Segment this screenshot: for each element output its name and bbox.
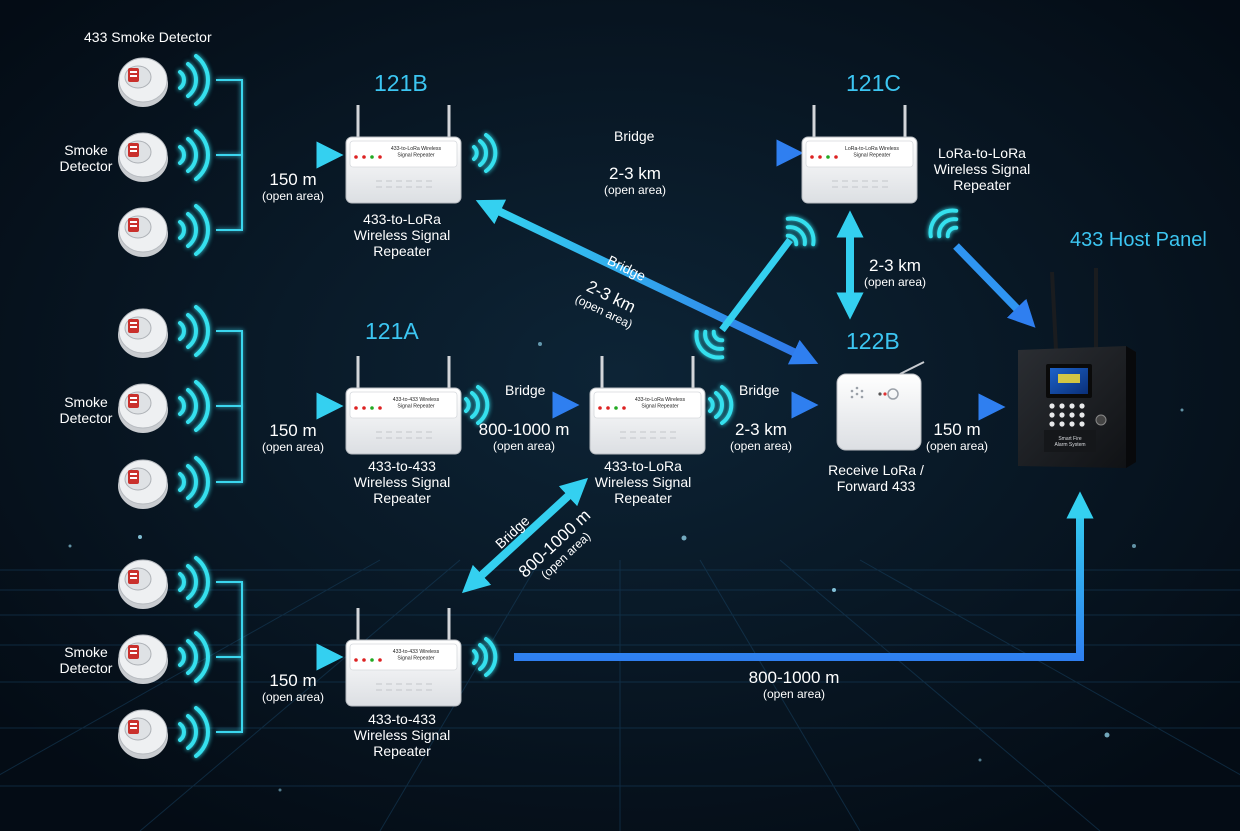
caption-122b: Receive LoRa /Forward 433	[828, 462, 924, 495]
smoke-detector-icon	[118, 459, 168, 509]
receiver-122b	[836, 361, 925, 451]
wave-icon	[178, 706, 210, 758]
smoke-detector-icon	[118, 132, 168, 182]
dist-122b-panel: 150 m(open area)	[925, 420, 989, 453]
bridge-label-middle-122b: Bridge	[739, 382, 780, 398]
label-smoke-detector-group-2: Smoke Detector	[59, 394, 113, 426]
wave-icon	[178, 456, 210, 508]
arrow-wave-to-121c	[719, 237, 793, 333]
wave-icons	[178, 54, 959, 758]
wave-icon	[178, 54, 210, 106]
wave-icon	[178, 305, 210, 357]
wave-icon	[708, 385, 734, 425]
smoke-detector-icon	[118, 709, 168, 759]
code-122b: 122B	[846, 328, 900, 354]
wave-icon	[785, 216, 816, 247]
wave-icon	[464, 385, 490, 425]
dist-121c-122b: 2-3 km(open area)	[863, 256, 927, 289]
wave-icon	[178, 556, 210, 608]
smoke-detector-icon	[118, 383, 168, 433]
perspective-grid	[0, 559, 1240, 831]
arrow-121c-to-panel	[953, 243, 1036, 328]
code-121c: 121C	[846, 70, 901, 96]
dist-detectors-bottom: 150 m(open area)	[261, 671, 325, 704]
detector-brackets	[216, 79, 243, 733]
wave-icon	[178, 380, 210, 432]
code-121a: 121A	[365, 318, 419, 344]
arrow-bottom-to-panel	[514, 491, 1094, 661]
label-433-host-panel: 433 Host Panel	[1070, 229, 1207, 251]
smoke-detector-icon	[118, 207, 168, 257]
dist-detectors-121a: 150 m(open area)	[261, 421, 325, 454]
bridge-label-121a-middle: Bridge	[505, 382, 546, 398]
smoke-detectors	[118, 57, 168, 759]
bridge-label-121b-121c: Bridge	[614, 128, 655, 144]
arrow-bottom-middle-bridge	[461, 477, 589, 594]
smoke-detector-icon	[118, 559, 168, 609]
dist-middle-122b: 2-3 km(open area)	[729, 420, 793, 453]
label-433-smoke-detector: 433 Smoke Detector	[84, 29, 212, 45]
wave-icon	[178, 204, 210, 256]
dist-121b-121c: 2-3 km(open area)	[603, 164, 667, 197]
label-smoke-detector-group-3: Smoke Detector	[59, 644, 113, 676]
smoke-detector-icon	[118, 57, 168, 107]
dist-121a-middle: 800-1000 m(open area)	[478, 420, 570, 453]
wave-icon	[694, 329, 725, 360]
code-121b: 121B	[374, 70, 428, 96]
dist-detectors-121b: 150 m(open area)	[261, 170, 325, 203]
wave-icon	[472, 637, 498, 677]
dist-bottom-panel: 800-1000 m(open area)	[748, 668, 840, 701]
smoke-detector-icon	[118, 308, 168, 358]
wave-icon	[928, 208, 959, 239]
wave-icon	[178, 129, 210, 181]
arrow-121b-122b-bridge	[475, 199, 819, 365]
starfield	[68, 342, 1184, 792]
wave-icon	[178, 631, 210, 683]
wave-icon	[472, 133, 498, 173]
link-arrows	[270, 139, 1094, 671]
label-smoke-detector-group-1: Smoke Detector	[59, 142, 113, 174]
smoke-detector-icon	[118, 634, 168, 684]
